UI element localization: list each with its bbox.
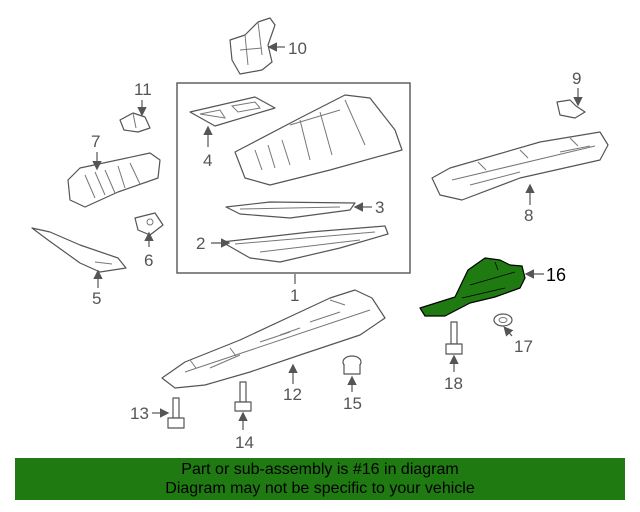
part-1-floor-pan[interactable] (234, 94, 403, 186)
callout-13: 13 (130, 404, 149, 423)
part-7-shield[interactable] (67, 152, 161, 208)
callout-10: 10 (288, 39, 307, 58)
banner-line-1: Part or sub-assembly is #16 in diagram (181, 461, 459, 478)
callout-16: 16 (546, 265, 566, 285)
part-12-underbody[interactable] (161, 289, 386, 389)
callout-11: 11 (134, 80, 152, 99)
part-13-bolt[interactable] (167, 397, 185, 429)
part-2-panel[interactable] (221, 225, 389, 263)
part-11-clip[interactable] (119, 112, 151, 133)
callout-1: 1 (290, 286, 299, 305)
part-16-highlighted[interactable] (419, 257, 526, 317)
callout-5: 5 (92, 289, 101, 308)
info-banner: Part or sub-assembly is #16 in diagram D… (15, 458, 625, 500)
part-15-nut[interactable] (342, 355, 362, 375)
part-10-bracket[interactable] (229, 17, 276, 75)
part-3-strip[interactable] (225, 201, 356, 219)
callout-2: 2 (196, 234, 205, 253)
leader-17 (503, 326, 514, 337)
part-17-nut[interactable] (493, 313, 513, 327)
part-6-bracket[interactable] (134, 212, 164, 236)
part-14-bolt[interactable] (234, 381, 252, 412)
parts-diagram: 10 11 4 3 2 1 7 6 (31, 17, 609, 452)
callout-9: 9 (572, 69, 581, 88)
callout-6: 6 (144, 251, 153, 270)
callout-15: 15 (343, 394, 362, 413)
callout-7: 7 (91, 132, 100, 151)
callout-18: 18 (444, 374, 463, 393)
callout-14: 14 (235, 433, 254, 452)
part-4-plate[interactable] (189, 96, 276, 127)
callout-12: 12 (283, 385, 302, 404)
banner-line-2: Diagram may not be specific to your vehi… (165, 480, 475, 497)
part-18-bolt[interactable] (445, 321, 463, 355)
callout-3: 3 (375, 198, 384, 217)
assembly-frame (176, 82, 411, 274)
part-5-bar[interactable] (31, 227, 127, 273)
part-8-rail[interactable] (431, 131, 609, 201)
callout-4: 4 (203, 151, 212, 170)
callout-8: 8 (524, 206, 533, 225)
part-9-clip[interactable] (556, 99, 586, 119)
callout-17: 17 (514, 337, 533, 356)
